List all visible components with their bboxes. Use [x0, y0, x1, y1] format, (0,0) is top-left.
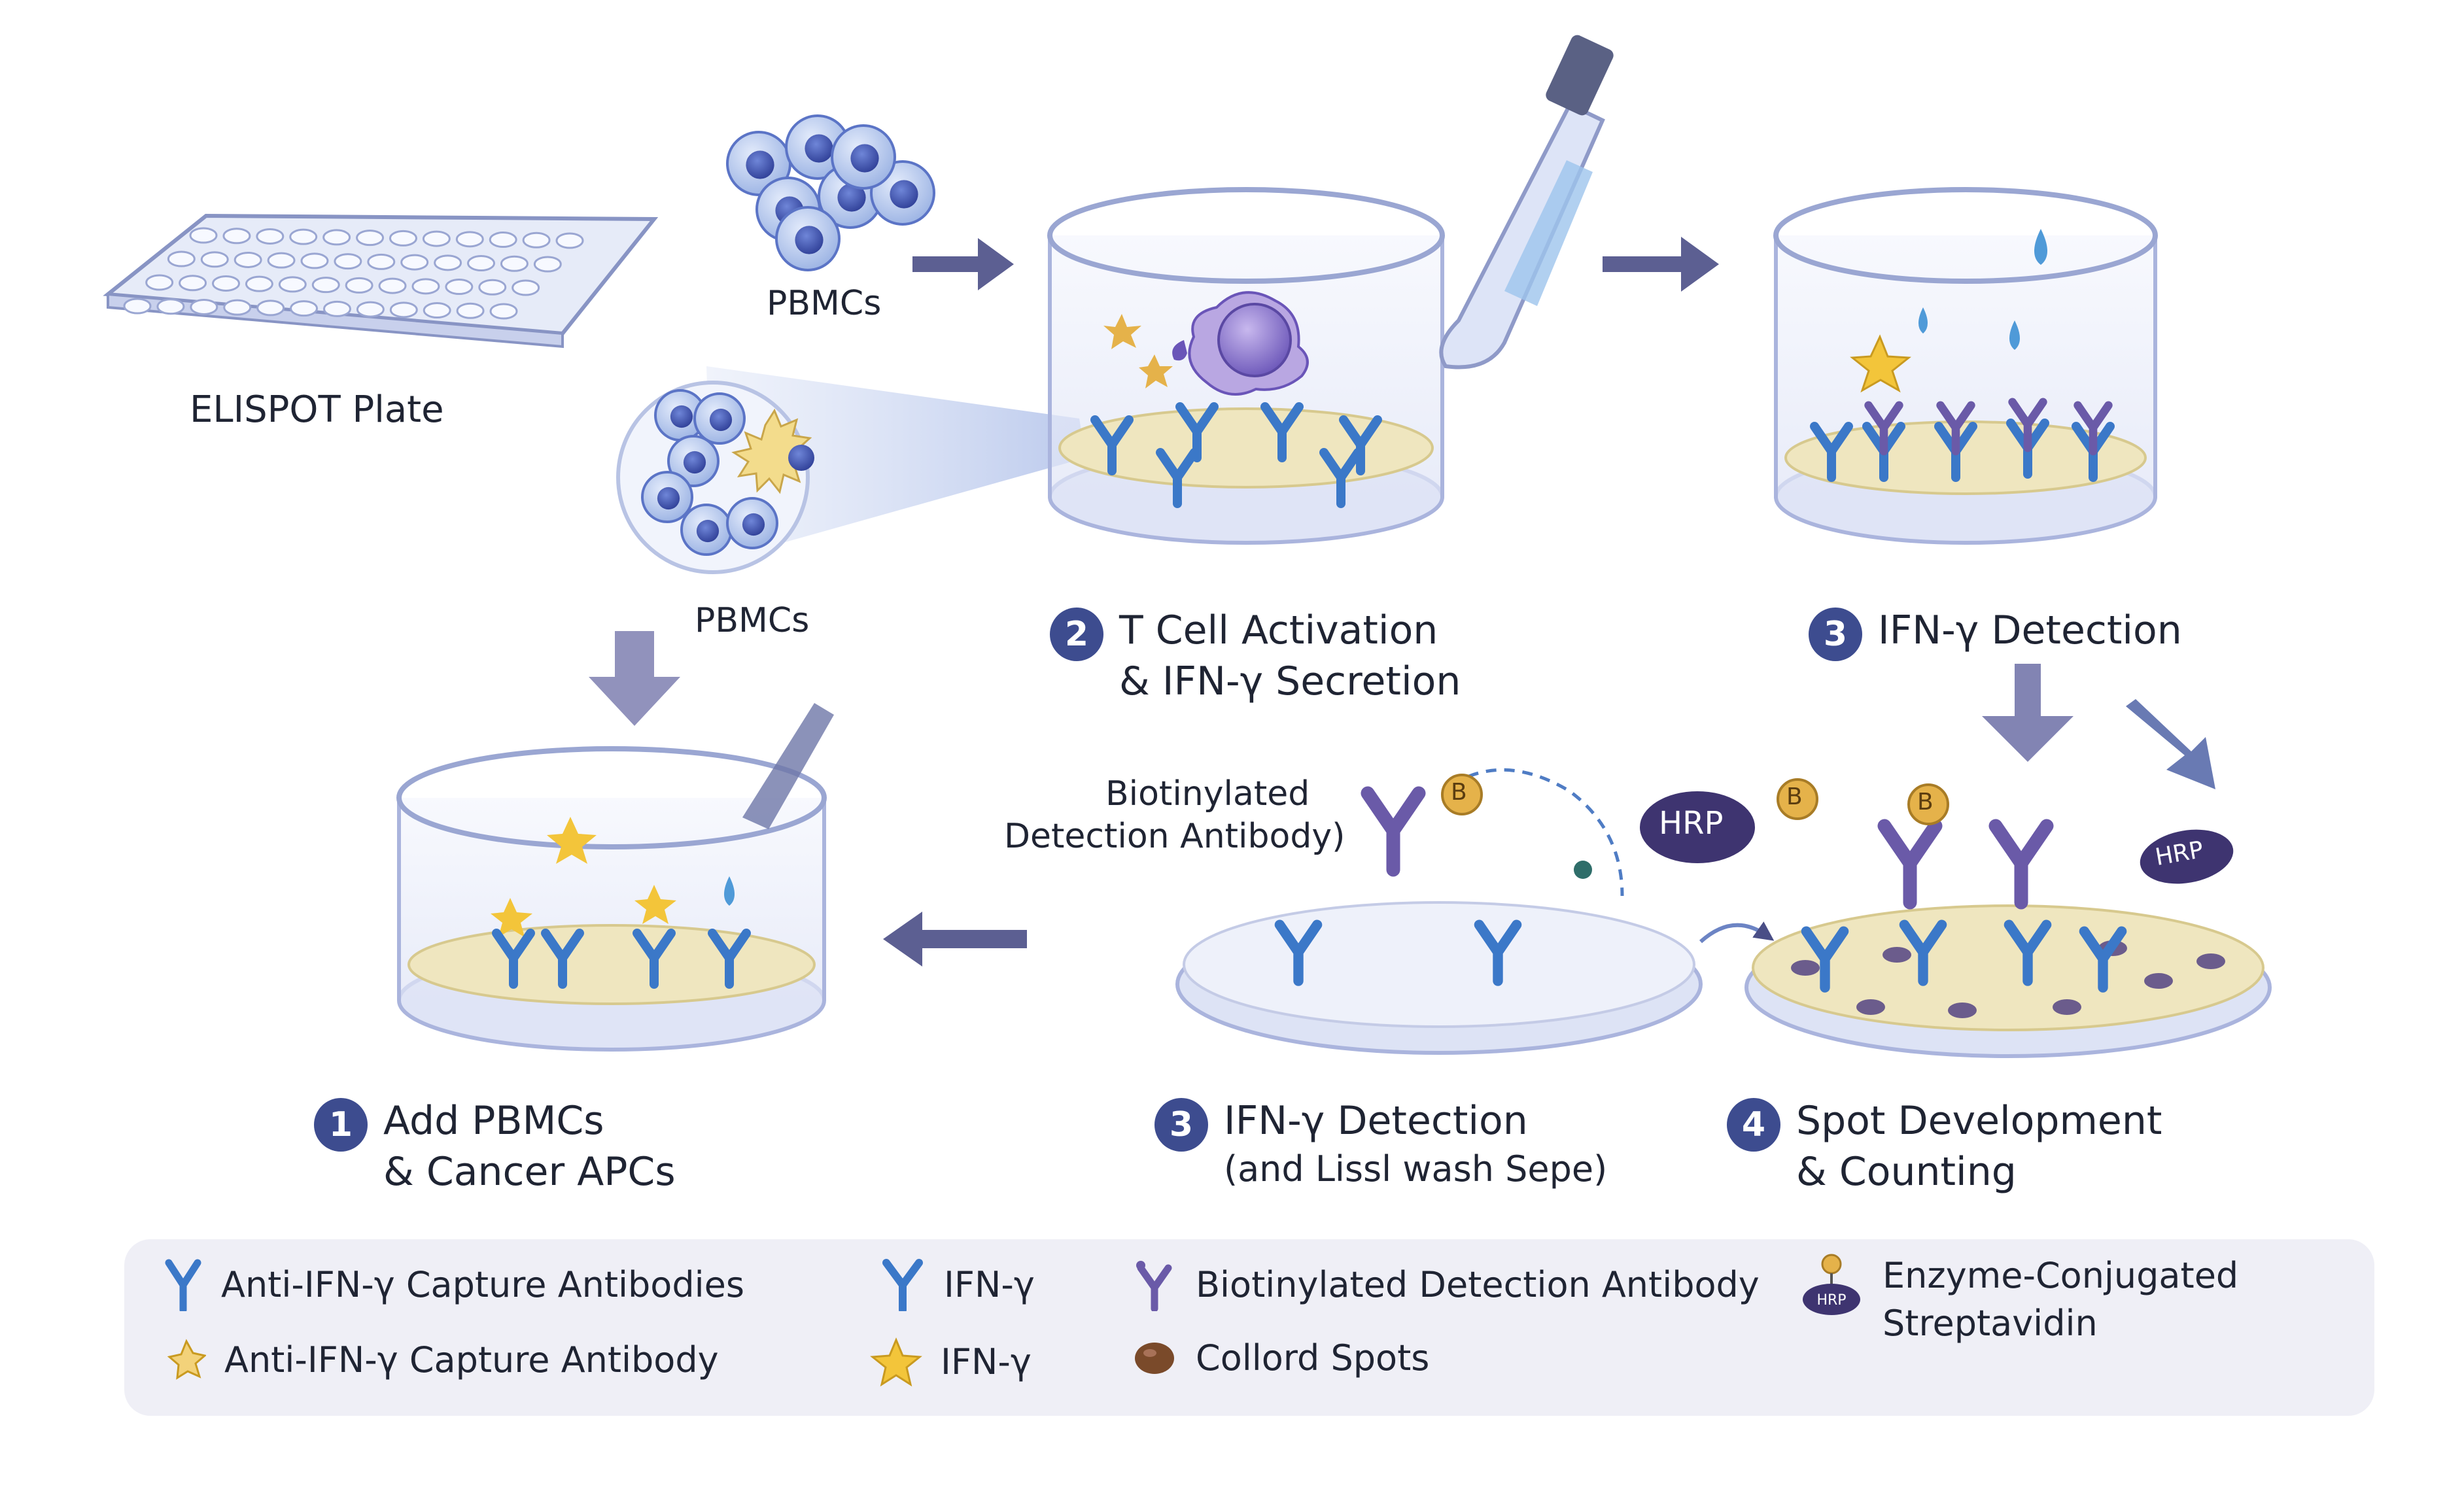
- step-number-badge: 3: [1809, 608, 1862, 661]
- plate-antibodies: [1274, 786, 2127, 993]
- legend-label: Collord Spots: [1196, 1337, 1430, 1379]
- flow-arrows: [589, 237, 2215, 967]
- step-number-badge: 2: [1050, 608, 1103, 661]
- bound-detection-antibodies: [1810, 398, 2115, 482]
- dish-add-pbmcs: [396, 703, 834, 1052]
- streptavidin-hrp-icon: HRP: [1803, 1254, 1860, 1315]
- legend-label: IFN-γ: [944, 1263, 1035, 1305]
- legend-label: Anti-IFN-γ Capture Antibodies: [221, 1263, 744, 1305]
- legend-label-line2: Streptavidin: [1883, 1302, 2098, 1344]
- step-title: T Cell Activation & IFN-γ Secretion: [1119, 605, 1461, 707]
- ifn-gamma-star-icon: [870, 1337, 922, 1387]
- colored-spot-icon: [1135, 1343, 1174, 1375]
- step-title: IFN-γ Detection: [1878, 605, 2182, 656]
- biotinylated-label-line1: Biotinylated: [1105, 774, 1310, 814]
- biotin-label-2: B: [1786, 783, 1803, 810]
- step-number-badge: 4: [1727, 1098, 1780, 1152]
- step-line2: & Cancer APCs: [383, 1149, 676, 1195]
- svg-text:HRP: HRP: [1816, 1292, 1846, 1309]
- biotinylated-label-line2: Detection Antibody): [1004, 817, 1345, 856]
- capture-antibody-icon: [165, 1259, 201, 1311]
- legend-item: HRP Enzyme-Conjugated Streptavidin: [1799, 1252, 2238, 1348]
- legend-item: Collord Spots: [1132, 1337, 1429, 1380]
- step-2: 2 T Cell Activation & IFN-γ Secretion: [1050, 605, 1461, 707]
- biotinylated-antibody-icon: [1136, 1261, 1172, 1311]
- pipette-icon: [1439, 35, 1614, 369]
- step-4: 4 Spot Development & Counting: [1727, 1095, 2162, 1197]
- spot-development-plate: [1744, 904, 2272, 1058]
- elispot-plate-icon: [103, 213, 659, 349]
- pbmcs-label-top: PBMCs: [767, 284, 882, 323]
- step-line1: IFN-γ Detection: [1878, 608, 2182, 653]
- pbmc-cluster-icon: [726, 114, 935, 271]
- biotin-label: B: [1451, 779, 1467, 806]
- legend-label: Anti-IFN-γ Capture Antibody: [224, 1339, 719, 1380]
- legend-item: Anti-IFN-γ Capture Antibodies: [164, 1259, 744, 1311]
- step-line2: & Counting: [1796, 1149, 2017, 1195]
- legend-label-block: Enzyme-Conjugated Streptavidin: [1883, 1252, 2238, 1348]
- capture-antibodies: [1090, 402, 1382, 508]
- step-line1: Add PBMCs: [383, 1098, 604, 1144]
- magnified-pbmc-view-icon: [616, 381, 814, 574]
- legend: Anti-IFN-γ Capture Antibodies IFN-γ Biot…: [124, 1239, 2374, 1416]
- biotin-label-3: B: [1917, 789, 1934, 815]
- biotin-icon: [1441, 774, 1949, 825]
- step-1: 1 Add PBMCs & Cancer APCs: [314, 1095, 676, 1197]
- elispot-plate-label: ELISPOT Plate: [190, 388, 444, 431]
- legend-label: Enzyme-Conjugated: [1883, 1255, 2239, 1296]
- step-number-badge: 1: [314, 1098, 368, 1152]
- legend-label: Biotinylated Detection Antibody: [1196, 1263, 1760, 1305]
- step-line2: (and Lissl wash Sepe): [1224, 1148, 1608, 1190]
- step-number-badge: 3: [1154, 1098, 1208, 1152]
- hrp-label: HRP: [1659, 805, 1724, 842]
- step-title: Spot Development & Counting: [1796, 1095, 2162, 1197]
- dish-ifn-detection-top: [1773, 187, 2158, 545]
- step-title: IFN-γ Detection (and Lissl wash Sepe): [1224, 1095, 1607, 1192]
- legend-item: IFN-γ: [870, 1337, 1032, 1387]
- step-line2: & IFN-γ Secretion: [1119, 659, 1461, 704]
- capture-antibodies: [492, 929, 751, 989]
- hrp-enzyme-icon: [1640, 791, 2234, 884]
- step-3-bottom: 3 IFN-γ Detection (and Lissl wash Sepe): [1154, 1095, 1607, 1192]
- step-3-top: 3 IFN-γ Detection: [1809, 605, 2182, 661]
- legend-item: Biotinylated Detection Antibody: [1132, 1259, 1760, 1311]
- capture-antibody-alt-icon: [167, 1339, 206, 1380]
- step-line1: IFN-γ Detection: [1224, 1098, 1528, 1144]
- dish-t-cell-activation: [1047, 187, 1445, 545]
- legend-item: IFN-γ: [880, 1259, 1035, 1311]
- colored-spots: [1791, 940, 2225, 1018]
- step-line1: T Cell Activation: [1119, 608, 1438, 653]
- step-title: Add PBMCs & Cancer APCs: [383, 1095, 676, 1197]
- legend-item: Anti-IFN-γ Capture Antibody: [167, 1337, 719, 1383]
- pbmcs-label-mid: PBMCs: [695, 601, 810, 640]
- ifn-gamma-y-icon: [882, 1259, 923, 1311]
- legend-label: IFN-γ: [941, 1341, 1032, 1382]
- step-line1: Spot Development: [1796, 1098, 2162, 1144]
